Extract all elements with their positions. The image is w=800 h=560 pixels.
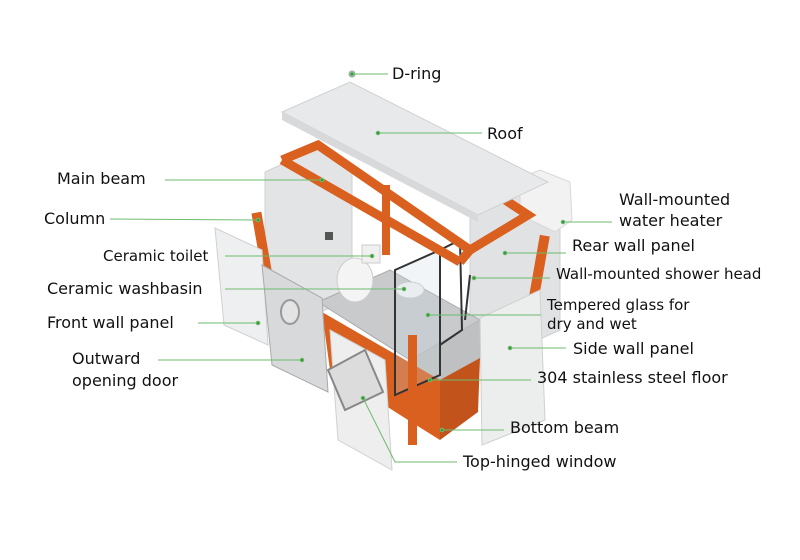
label-tempered-glass-line1: Tempered glass for <box>547 296 690 314</box>
label-bottom-beam: Bottom beam <box>510 418 620 437</box>
side-wall-panel <box>479 289 546 446</box>
label-shower-head: Wall-mounted shower head <box>556 265 762 283</box>
label-door-line1: Outward <box>72 349 141 368</box>
leader-lines <box>109 71 612 463</box>
label-side-wall-panel: Side wall panel <box>573 339 694 358</box>
label-water-heater-line2: water heater <box>619 211 723 230</box>
label-door-line2: opening door <box>72 371 179 390</box>
label-tempered-glass-line2: dry and wet <box>547 315 637 333</box>
label-front-wall-panel: Front wall panel <box>47 313 174 332</box>
label-steel-floor: 304 stainless steel floor <box>537 368 728 387</box>
top-hinged-window <box>326 348 385 412</box>
front-wall-panel <box>214 227 269 346</box>
toilet <box>336 257 374 303</box>
label-d-ring: D-ring <box>392 64 442 83</box>
shower-pipe <box>464 274 471 321</box>
label-roof: Roof <box>487 124 523 143</box>
label-rear-wall-panel: Rear wall panel <box>572 236 695 255</box>
label-column: Column <box>44 209 106 228</box>
label-main-beam: Main beam <box>57 169 146 188</box>
label-water-heater-line1: Wall-mounted <box>619 190 731 209</box>
label-ceramic-washbasin: Ceramic washbasin <box>47 279 203 298</box>
label-top-hinged-window: Top-hinged window <box>463 452 617 471</box>
label-ceramic-toilet: Ceramic toilet <box>103 247 209 265</box>
paper-holder <box>325 232 333 240</box>
glass-partition <box>394 248 441 397</box>
door-porthole <box>280 299 300 325</box>
